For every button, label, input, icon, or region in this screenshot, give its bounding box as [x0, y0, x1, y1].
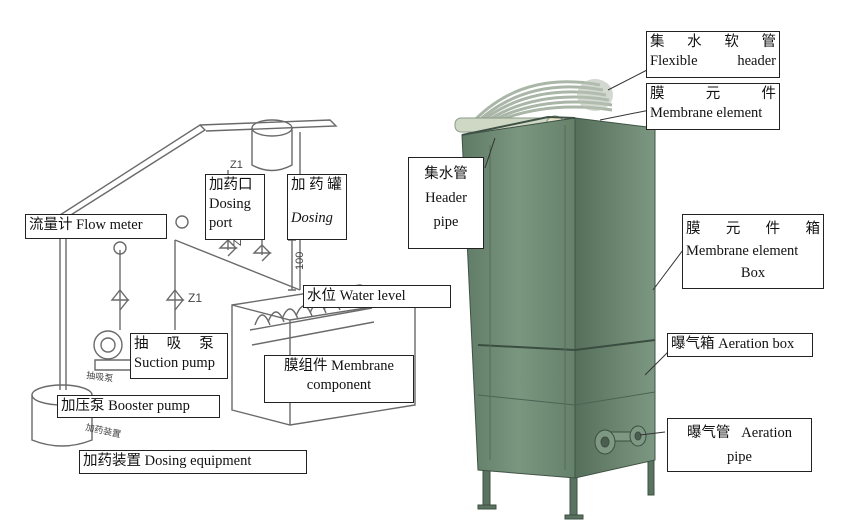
membrane-component-en: component [306, 377, 372, 393]
membrane-box-cn-3: 件 [765, 221, 781, 237]
flexible-header-en-2: header [737, 53, 776, 69]
flexible-header-en-1: Flexible [650, 53, 698, 69]
dim-100-text: 100 [294, 252, 306, 270]
membrane-box-en2: Box [740, 265, 766, 281]
dim-line [288, 239, 296, 291]
membrane-element-cn-row: 膜 元 件 [650, 85, 776, 104]
water-level-label: 水位 Water level [303, 285, 451, 308]
header-pipe-label: 集水管 Header pipe [408, 157, 484, 249]
flexible-header-cn-4: 管 [761, 34, 776, 50]
valve-4 [252, 244, 272, 262]
flexible-header-en-row: Flexible header [650, 52, 776, 71]
membrane-component-cn: 膜组件 Membrane [284, 358, 394, 374]
dosing-port-label: 加药口 Dosing port [205, 174, 265, 240]
membrane-box-cn-1: 膜 [686, 221, 701, 237]
flow-meter-label: 流量计 Flow meter [25, 214, 167, 239]
suction-pump-cn: 抽 吸 泵 [134, 336, 214, 352]
top-pipe [199, 119, 338, 132]
suction-pump-en: Suction pump [134, 355, 215, 371]
dosing-tank-lid [251, 119, 293, 137]
aeration-box [477, 339, 656, 352]
membrane-modules [249, 293, 375, 346]
diagonal-line [174, 239, 301, 291]
valve-2 [165, 288, 185, 311]
membrane-box-en1: Membrane element [686, 243, 799, 259]
flexible-header-label: 集 水 软 管 Flexible header [646, 31, 780, 78]
membrane-element-box-label: 膜 元 件 箱 Membrane element Box [682, 214, 824, 289]
membrane-box-cn-row: 膜 元 件 箱 [686, 218, 820, 240]
suction-pump-body [93, 330, 123, 360]
aeration-box-label: 曝气箱 Aeration box [667, 333, 813, 357]
aeration-pipe-cn: 曝气管 Aeration [686, 425, 793, 441]
dosing-tank-body [251, 128, 293, 172]
membrane-element-cn-3: 件 [761, 86, 777, 102]
membrane-element-label: 膜 元 件 Membrane element [646, 83, 780, 130]
dosing-tank-en: Dosing [291, 210, 333, 226]
aeration-pipe-en: pipe [727, 449, 752, 465]
aeration-pipe [594, 425, 647, 455]
z1-mid-text: Z1 [188, 291, 202, 305]
flexible-header-cn-3: 软 [724, 34, 739, 50]
valve-1 [110, 288, 130, 311]
membrane-component-label: 膜组件 Membrane component [264, 355, 414, 403]
dosing-tank-label: 加 药 罐 Dosing [287, 174, 347, 240]
gauge-2 [175, 215, 189, 229]
dosing-port-en2: port [209, 215, 233, 231]
tank-side [574, 117, 656, 479]
dosing-equipment-label: 加药装置 Dosing equipment [79, 450, 307, 474]
membrane-box-cn-2: 元 [725, 221, 741, 237]
header-pipe-en2: pipe [433, 214, 459, 230]
gauge-1 [113, 241, 127, 255]
aeration-pipe-label: 曝气管 Aeration pipe [667, 418, 812, 472]
upper-pipe [59, 124, 207, 390]
header-pipe-cn: 集水管 [424, 166, 468, 182]
valve-3 [218, 239, 238, 257]
membrane-element-en: Membrane element [650, 105, 763, 121]
header-pipe-en1: Header [425, 190, 467, 206]
dosing-tank-cn: 加 药 罐 [291, 177, 342, 193]
flexible-header-cn-2: 水 [687, 34, 702, 50]
z1-top-text: Z1 [230, 159, 243, 171]
membrane-element-cn-1: 膜 [650, 86, 665, 102]
suction-pump-label: 抽 吸 泵 Suction pump [130, 333, 228, 379]
membrane-element-cn-2: 元 [705, 86, 721, 102]
dosing-port-cn: 加药口 [209, 177, 253, 193]
flexible-header-cn-row: 集 水 软 管 [650, 33, 776, 52]
flexible-header-cn-1: 集 [650, 34, 665, 50]
membrane-box-cn-4: 箱 [805, 221, 820, 237]
booster-tank [31, 395, 93, 447]
booster-pump-label: 加压泵 Booster pump [57, 395, 220, 418]
suction-pump-small-text: 抽吸泵 [86, 369, 114, 384]
dosing-port-en1: Dosing [209, 196, 251, 212]
